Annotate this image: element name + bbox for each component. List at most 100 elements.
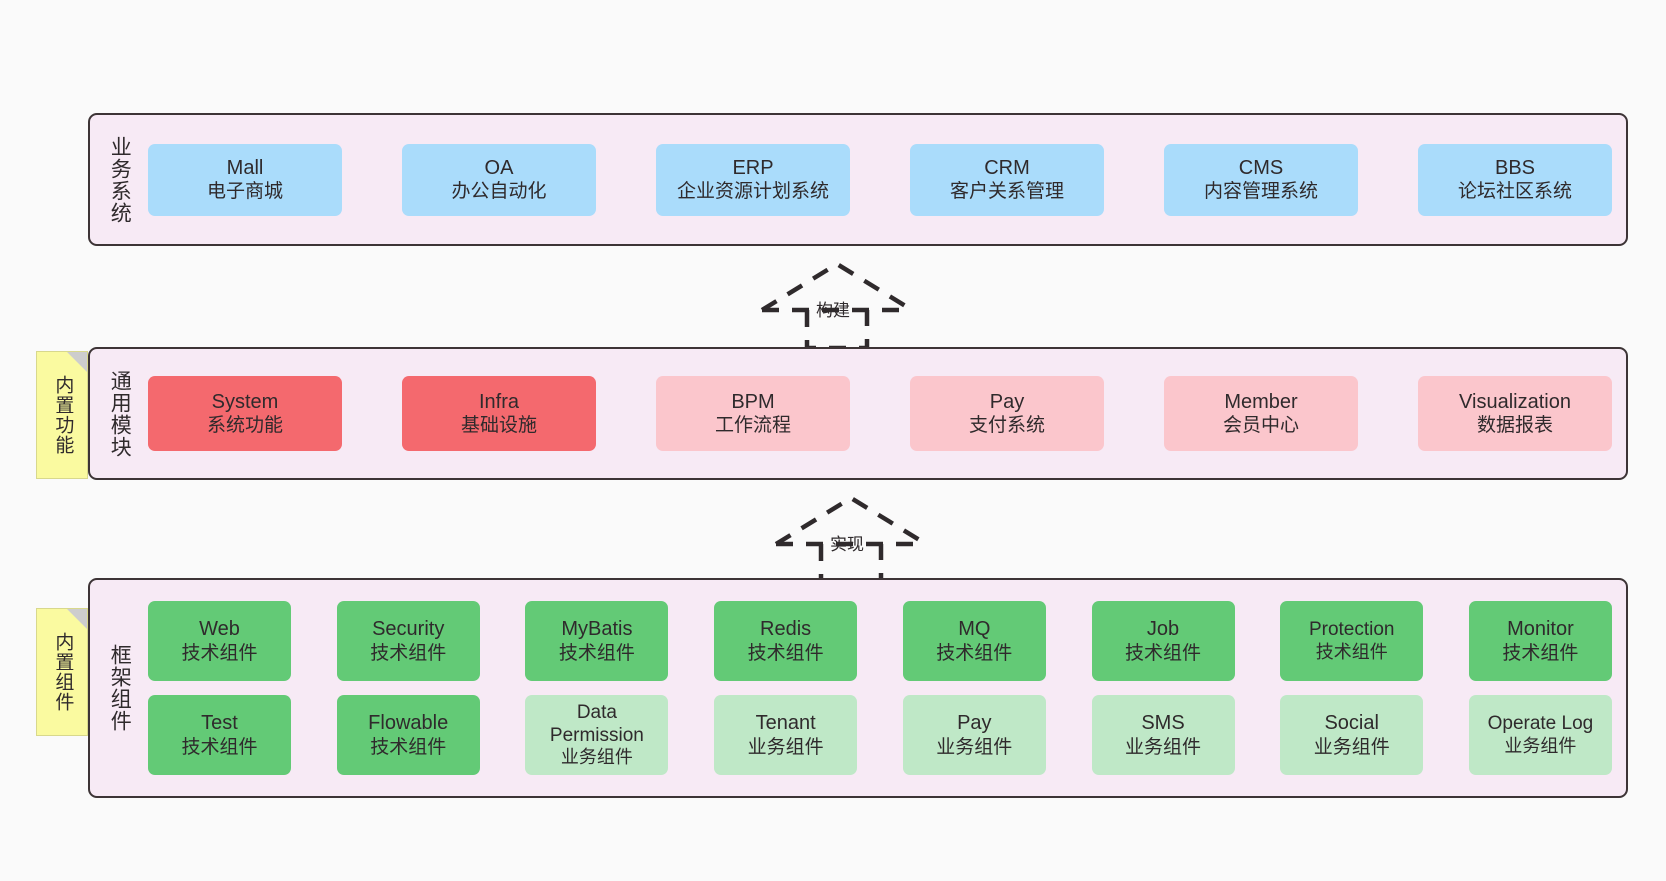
card-title-cn: 业务组件	[936, 736, 1013, 758]
card-title-en: MQ	[958, 618, 991, 641]
card-title-en: Visualization	[1459, 390, 1571, 413]
card-system[interactable]: System 系统功能	[148, 376, 342, 451]
card-member[interactable]: Member 会员中心	[1164, 376, 1358, 451]
card-job[interactable]: Job 技术组件	[1091, 601, 1235, 681]
card-title-en: ERP	[732, 156, 774, 179]
card-title-cn: 业务组件	[560, 747, 633, 768]
arrow-label-realize: 实现	[830, 535, 864, 554]
card-title-en: Mall	[226, 156, 264, 179]
card-monitor[interactable]: Monitor 技术组件	[1468, 601, 1612, 681]
layer-body-framework-component: Web 技术组件 Security 技术组件 MyBatis 技术组件 Redi…	[142, 580, 1626, 796]
card-title-cn: 业务组件	[1313, 736, 1390, 758]
card-title-cn: 客户关系管理	[949, 181, 1064, 203]
layer-title-common-module: 通用模块	[108, 369, 132, 458]
card-title-cn: 电子商城	[206, 181, 283, 203]
card-title-cn: 支付系统	[968, 415, 1045, 437]
card-title-cn: 业务组件	[1125, 736, 1202, 758]
arrow-build: 构建	[752, 258, 922, 351]
card-title-cn: 技术组件	[936, 642, 1013, 664]
card-title-en: Social	[1324, 712, 1379, 735]
note-label: 内置功能	[52, 375, 74, 455]
layer-title-framework-component: 框架组件	[108, 644, 132, 732]
card-title-en: Data Permission	[549, 701, 644, 747]
card-security[interactable]: Security 技术组件	[336, 601, 480, 681]
card-title-en: Tenant	[755, 712, 816, 735]
note-builtin-function: 内置功能	[36, 351, 88, 479]
card-web[interactable]: Web 技术组件	[148, 601, 291, 681]
card-data-permission[interactable]: Data Permission 业务组件	[525, 695, 669, 775]
card-title-en: Security	[372, 618, 445, 641]
card-title-cn: 论坛社区系统	[1457, 181, 1572, 203]
card-title-cn: 会员中心	[1222, 415, 1299, 437]
card-operate-log[interactable]: Operate Log 业务组件	[1468, 695, 1612, 775]
card-title-en: BPM	[731, 390, 775, 413]
arrow-realize: 实现	[766, 492, 936, 585]
card-title-cn: 工作流程	[714, 415, 791, 437]
card-title-en: Job	[1146, 618, 1180, 641]
card-crm[interactable]: CRM 客户关系管理	[910, 143, 1104, 216]
card-protection[interactable]: Protection 技术组件	[1280, 601, 1424, 681]
card-title-cn: 系统功能	[206, 415, 283, 437]
card-redis[interactable]: Redis 技术组件	[714, 601, 858, 681]
note-fold-corner-icon	[67, 352, 87, 372]
card-title-cn: 基础设施	[460, 415, 537, 437]
card-row: Web 技术组件 Security 技术组件 MyBatis 技术组件 Redi…	[148, 601, 1612, 681]
card-bbs[interactable]: BBS 论坛社区系统	[1418, 143, 1612, 216]
card-title-en: Monitor	[1507, 618, 1574, 641]
card-oa[interactable]: OA 办公自动化	[402, 143, 596, 216]
card-tenant[interactable]: Tenant 业务组件	[714, 695, 858, 775]
card-title-cn: 办公自动化	[451, 181, 547, 203]
card-row: Test 技术组件 Flowable 技术组件 Data Permission …	[148, 695, 1612, 775]
card-cms[interactable]: CMS 内容管理系统	[1164, 143, 1358, 216]
layer-framework-component: 框架组件 Web 技术组件 Security 技术组件 MyBatis 技术组件…	[88, 578, 1628, 798]
card-title-cn: 技术组件	[181, 736, 258, 758]
card-title-en: Operate Log	[1487, 713, 1594, 735]
card-title-cn: 技术组件	[1315, 641, 1388, 662]
card-title-cn: 技术组件	[370, 642, 447, 664]
card-infra[interactable]: Infra 基础设施	[402, 376, 596, 451]
card-mybatis[interactable]: MyBatis 技术组件	[525, 601, 669, 681]
note-label: 内置组件	[52, 632, 74, 712]
card-title-en: Flowable	[368, 712, 449, 735]
layer-business-system: 业务系统 Mall 电子商城 OA 办公自动化 ERP 企业资源计划系统 CRM…	[88, 113, 1628, 246]
layer-common-module: 通用模块 System 系统功能 Infra 基础设施 BPM 工作流程 Pay…	[88, 347, 1628, 480]
card-title-cn: 技术组件	[181, 642, 258, 664]
card-title-cn: 数据报表	[1476, 415, 1553, 437]
card-title-cn: 业务组件	[1504, 735, 1577, 756]
card-title-cn: 技术组件	[370, 736, 447, 758]
card-title-cn: 技术组件	[558, 642, 635, 664]
card-title-en: Test	[201, 712, 238, 735]
card-title-en: Pay	[989, 390, 1025, 413]
card-row: System 系统功能 Infra 基础设施 BPM 工作流程 Pay 支付系统…	[148, 376, 1612, 451]
card-title-en: System	[211, 390, 279, 413]
layer-body-business-system: Mall 电子商城 OA 办公自动化 ERP 企业资源计划系统 CRM 客户关系…	[142, 115, 1626, 244]
card-pay[interactable]: Pay 支付系统	[910, 376, 1104, 451]
card-title-cn: 技术组件	[1125, 642, 1202, 664]
card-title-en: MyBatis	[561, 618, 633, 641]
card-social[interactable]: Social 业务组件	[1280, 695, 1424, 775]
card-title-en: CRM	[984, 156, 1030, 179]
card-visualization[interactable]: Visualization 数据报表	[1418, 376, 1612, 451]
card-title-cn: 技术组件	[747, 642, 824, 664]
card-title-cn: 技术组件	[1502, 642, 1579, 664]
card-sms[interactable]: SMS 业务组件	[1091, 695, 1235, 775]
card-erp[interactable]: ERP 企业资源计划系统	[656, 143, 850, 216]
card-title-cn: 企业资源计划系统	[676, 181, 829, 203]
note-builtin-component: 内置组件	[36, 608, 88, 736]
card-mq[interactable]: MQ 技术组件	[902, 601, 1046, 681]
arrow-label-build: 构建	[816, 301, 850, 320]
card-title-en: Member	[1224, 390, 1298, 413]
card-title-en: CMS	[1238, 156, 1284, 179]
card-bpm[interactable]: BPM 工作流程	[656, 376, 850, 451]
note-fold-corner-icon	[67, 609, 87, 629]
card-flowable[interactable]: Flowable 技术组件	[336, 695, 480, 775]
card-mall[interactable]: Mall 电子商城	[148, 143, 342, 216]
card-title-en: Web	[199, 618, 240, 641]
card-title-cn: 内容管理系统	[1203, 181, 1318, 203]
card-pay-business[interactable]: Pay 业务组件	[902, 695, 1046, 775]
card-test[interactable]: Test 技术组件	[148, 695, 291, 775]
layer-body-common-module: System 系统功能 Infra 基础设施 BPM 工作流程 Pay 支付系统…	[142, 349, 1626, 478]
card-title-cn: 业务组件	[747, 736, 824, 758]
card-title-en: SMS	[1141, 712, 1185, 735]
